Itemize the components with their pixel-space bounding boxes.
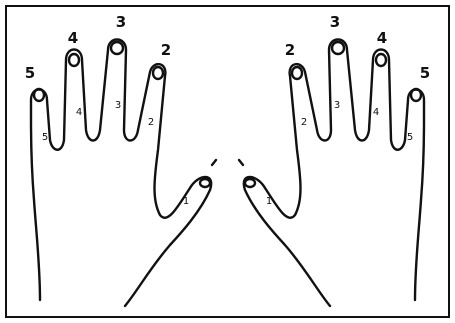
left-nail-1	[200, 179, 210, 187]
left-hand-outline	[31, 40, 211, 307]
right-nail-1	[245, 179, 255, 187]
right-inner-mark: 1	[266, 196, 272, 207]
left-finger-number: 2	[161, 41, 171, 59]
right-inner-mark: 5	[407, 132, 413, 143]
left-nail-4	[69, 54, 79, 66]
right-nail-5	[411, 89, 421, 101]
left-nail-5	[34, 89, 44, 101]
right-inner-mark: 2	[301, 117, 307, 128]
right-finger-number: 4	[377, 29, 387, 47]
left-inner-mark: 4	[76, 107, 82, 118]
frame-border	[6, 6, 449, 317]
left-finger-number: 4	[68, 29, 78, 47]
right-inner-mark: 4	[373, 107, 379, 118]
left-inner-mark: 1	[183, 196, 189, 207]
right-nail-3	[332, 42, 344, 54]
left-inner-mark: 3	[115, 100, 121, 111]
left-nail-3	[111, 42, 123, 54]
left-inner-mark: 2	[148, 117, 154, 128]
right-finger-number: 2	[285, 41, 295, 59]
right-nail-4	[376, 54, 386, 66]
right-finger-number: 3	[330, 13, 340, 31]
right-thumb-dash	[239, 160, 243, 165]
right-hand	[239, 40, 424, 307]
left-nail-2	[153, 67, 163, 79]
right-nail-2	[292, 67, 302, 79]
left-thumb-dash	[212, 160, 216, 165]
right-finger-number: 5	[420, 64, 430, 82]
left-hand: 5 4 3 2 5 4 3 2 1	[25, 13, 216, 306]
right-inner-mark: 3	[334, 100, 340, 111]
left-finger-number: 5	[25, 64, 35, 82]
left-inner-mark: 5	[42, 132, 48, 143]
left-finger-number: 3	[116, 13, 126, 31]
right-hand-outline	[244, 40, 424, 307]
